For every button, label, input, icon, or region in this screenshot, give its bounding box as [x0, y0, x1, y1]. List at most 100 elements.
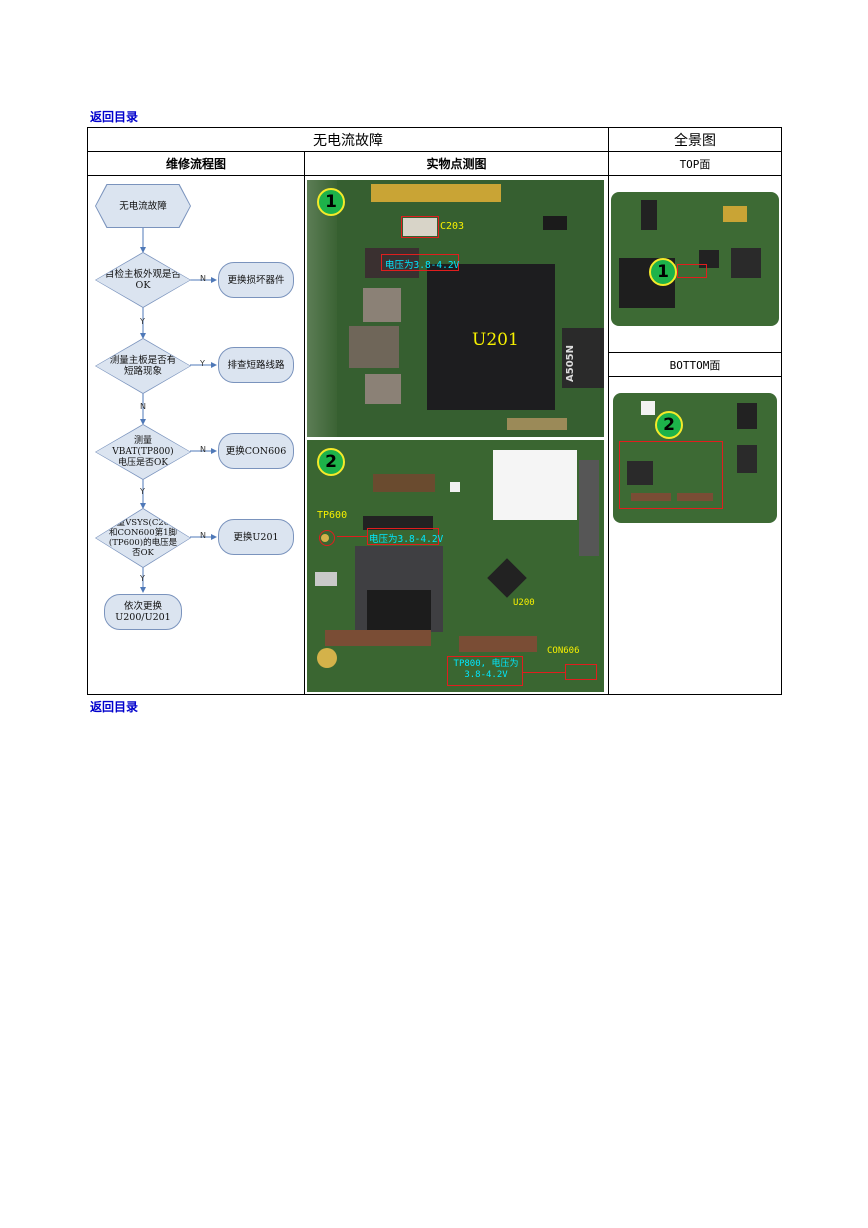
con606-label: CON606: [547, 646, 580, 656]
qr-label: [641, 401, 655, 415]
flowchart-connectors: [140, 226, 217, 593]
edge-label-n: N: [140, 402, 146, 411]
connector: [459, 636, 537, 652]
chip: [731, 248, 761, 278]
end-node: 依次更换U200/U201: [104, 594, 182, 630]
back-to-toc-link[interactable]: 返回目录: [90, 700, 139, 714]
tp600-marker: [319, 530, 335, 546]
audio-jack: [737, 403, 757, 429]
start-node-text: 无电流故障: [119, 200, 167, 212]
connector: [677, 493, 713, 501]
col-header-flow: 维修流程图: [87, 151, 305, 176]
tp600-label: TP600: [317, 510, 348, 521]
marker-badge-1: 1: [317, 188, 345, 216]
col-header-flow-text: 维修流程图: [165, 157, 226, 171]
component: [450, 482, 460, 492]
flowchart-cell: 无电流故障 目检主板外观是否OK 更换损坏器件 N Y 测量主板是否有短路现象 …: [87, 175, 305, 695]
action-3-text: 更换CON606: [225, 445, 287, 457]
capacitor-c203: [403, 218, 437, 236]
voltage-marker: [381, 254, 459, 271]
u200-label: U200: [513, 598, 535, 608]
component: [543, 216, 567, 230]
part-a505n: [562, 328, 604, 388]
voltage-note: 电压为3.8-4.2V: [385, 260, 460, 271]
marker-badge-2: 2: [317, 448, 345, 476]
chip: [699, 250, 719, 268]
top-overview-cell: 1: [608, 175, 782, 353]
action-1-text: 更换损坏器件: [227, 274, 285, 286]
inductor: [349, 326, 399, 368]
decision-2-text: 测量主板是否有短路现象: [109, 355, 177, 377]
chip-label: U201: [472, 330, 519, 350]
pcb-photo-1: U201 A505N C203 电压为3.8-4.2V 1: [307, 180, 604, 437]
edge-label-n: N: [200, 531, 206, 540]
con606-marker: [565, 664, 597, 680]
connector: [737, 445, 757, 473]
bottom-overview-cell: 2: [608, 376, 782, 695]
connector: [373, 474, 435, 492]
part-label: A505N: [565, 345, 576, 382]
mounting-hole: [317, 648, 337, 668]
inductor: [365, 374, 401, 404]
chip-u201: [427, 264, 555, 410]
photo-cell: U201 A505N C203 电压为3.8-4.2V 1 TP600: [304, 175, 609, 695]
marker-leader: [523, 672, 565, 673]
c203-marker: [401, 216, 439, 238]
tp800-note: TP800, 电压为3.8-4.2V: [453, 659, 519, 680]
marker-leader: [337, 536, 367, 537]
top-side-header: TOP面: [608, 151, 782, 176]
decision-3-text: 测量VBAT(TP800)电压是否OK: [112, 435, 174, 468]
c203-label: C203: [440, 221, 465, 232]
edge-label-y: Y: [140, 574, 145, 583]
badge-number: 1: [325, 192, 337, 212]
chip-u200: [487, 558, 527, 598]
voltage-marker: [367, 528, 439, 545]
bottom-side-header: BOTTOM面: [608, 352, 782, 377]
col-header-photo-text: 实物点测图: [426, 157, 487, 171]
action-replace-con606: 更换CON606: [218, 433, 294, 469]
action-replace-u201: 更换U201: [218, 519, 294, 555]
bottom-board-photo: 2: [613, 393, 777, 523]
sim-slot: [367, 590, 431, 632]
board-edge: [307, 180, 337, 437]
table-title: 无电流故障: [87, 127, 609, 152]
connector: [325, 630, 431, 646]
action-2-text: 排查短路线路: [227, 359, 285, 371]
sim-holder: [627, 461, 653, 485]
voltage-note: 电压为3.8-4.2V: [369, 534, 444, 545]
fault-table: 无电流故障 全景图 维修流程图 实物点测图 TOP面: [87, 127, 782, 695]
gold-pad: [723, 206, 747, 222]
overview-title: 全景图: [608, 127, 782, 152]
pcb-photo-2: TP600 电压为3.8-4.2V U200 CON606 TP800, 电压为…: [307, 440, 604, 692]
bottom-side-text: BOTTOM面: [669, 358, 721, 372]
edge-label-y: Y: [140, 487, 145, 496]
action-4-text: 更换U201: [233, 531, 279, 543]
edge-label-n: N: [200, 274, 206, 283]
action-check-short: 排查短路线路: [218, 347, 294, 383]
component: [365, 248, 419, 278]
top-board-photo: 1: [611, 192, 779, 326]
connector: [579, 460, 599, 556]
decision-4-text: 测量VSYS(C203)和CON600第1脚(TP600)的电压是否OK: [108, 518, 178, 558]
back-to-toc-link[interactable]: 返回目录: [90, 110, 139, 124]
badge-number: 2: [325, 452, 337, 472]
action-replace-damaged: 更换损坏器件: [218, 262, 294, 298]
edge-label-n: N: [200, 445, 206, 454]
region-marker: [677, 264, 707, 278]
white-pad: [493, 450, 577, 520]
col-header-photo: 实物点测图: [304, 151, 609, 176]
table-title-text: 无电流故障: [313, 132, 383, 149]
edge-label-y: Y: [200, 359, 205, 368]
badge-number: 2: [663, 415, 675, 435]
component: [507, 418, 567, 430]
end-node-text: 依次更换U200/U201: [115, 601, 171, 623]
top-side-text: TOP面: [679, 157, 711, 171]
overview-badge-1: 1: [649, 258, 677, 286]
edge-label-y: Y: [140, 317, 145, 326]
badge-number: 1: [657, 262, 669, 282]
overview-badge-2: 2: [655, 411, 683, 439]
audio-jack: [641, 200, 657, 230]
region-marker: [619, 441, 723, 509]
decision-1-text: 目检主板外观是否OK: [104, 269, 181, 291]
inductor: [363, 288, 401, 322]
